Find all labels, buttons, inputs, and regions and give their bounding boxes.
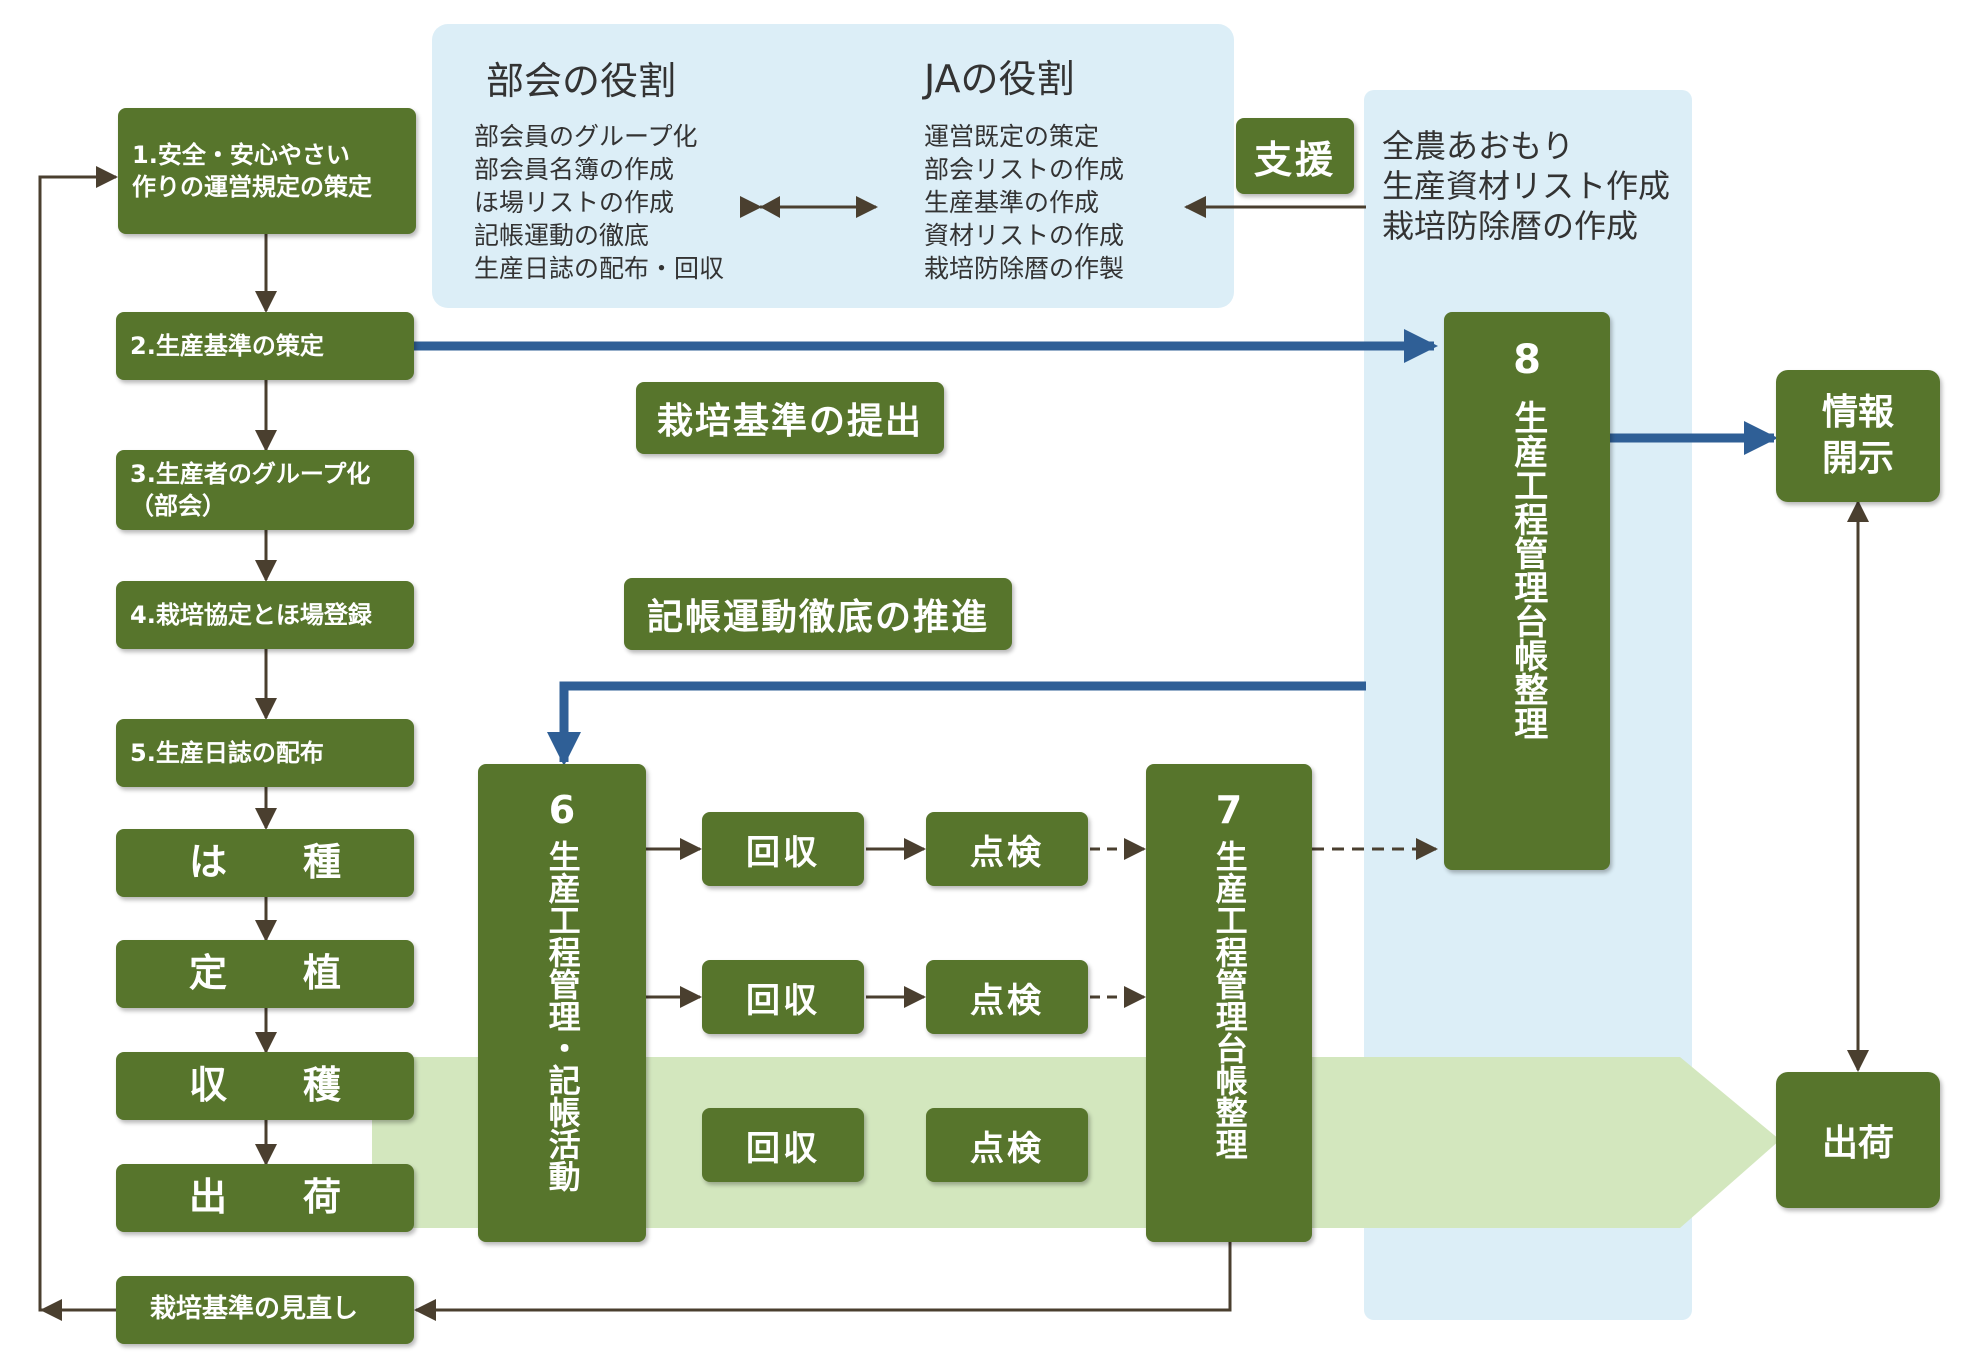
inspect-box: 点検 — [926, 812, 1088, 886]
promote-recording-label: 記帳運動徹底の推進 — [624, 578, 1012, 650]
step-shipping-box: 出 荷 — [116, 1164, 414, 1232]
process-box-8-text: 生産工程管理台帳整理 — [1507, 400, 1548, 740]
process-box-8-number: 8 — [1513, 337, 1541, 383]
collect-box: 回収 — [702, 960, 864, 1034]
info-line1: 情報 — [1821, 392, 1894, 433]
bukai-role-item: 部会員のグループ化 — [474, 122, 698, 151]
process-box-7-number: 7 — [1215, 788, 1243, 832]
bukai-role-item: 部会員名簿の作成 — [474, 155, 675, 184]
step-sowing-box: は 種 — [116, 829, 414, 897]
process-box-6-text: 生産工程管理・記帳活動 — [543, 839, 582, 1192]
ja-role-title: JAの役割 — [924, 57, 1075, 101]
zennou-line: 生産資材リスト作成 — [1382, 167, 1671, 205]
step-3-line2: （部会） — [130, 492, 226, 520]
ja-role-item: 生産基準の作成 — [924, 188, 1100, 217]
ja-role-item: 部会リストの作成 — [924, 155, 1125, 184]
inspect-box: 点検 — [926, 960, 1088, 1034]
collect-box: 回収 — [702, 812, 864, 886]
zennou-line: 栽培防除暦の作成 — [1382, 207, 1639, 245]
step-1-line1: 1.安全・安心やさい — [132, 140, 350, 169]
step-3-box: 3.生産者のグループ化 （部会） — [116, 450, 414, 530]
bukai-role-list: 部会員のグループ化 部会員名簿の作成 ほ場リストの作成 記帳運動の徹底 生産日誌… — [474, 120, 724, 285]
bukai-role-item: 生産日誌の配布・回収 — [474, 254, 725, 283]
step-1-box: 1.安全・安心やさい 作りの運営規定の策定 — [118, 108, 416, 234]
step-5-box: 5.生産日誌の配布 — [116, 719, 414, 787]
process-box-6-number: 6 — [548, 788, 576, 832]
ja-role-item: 資材リストの作成 — [924, 221, 1125, 250]
step-4-box: 4.栽培協定とほ場登録 — [116, 581, 414, 649]
step-2-box: 2.生産基準の策定 — [116, 312, 414, 380]
process-box-7-text: 生産工程管理台帳整理 — [1210, 839, 1249, 1160]
review-box: 栽培基準の見直し — [116, 1276, 414, 1344]
roles-panel — [432, 24, 1234, 308]
bukai-role-item: 記帳運動の徹底 — [474, 221, 650, 250]
zennou-text: 全農あおもり 生産資材リスト作成 栽培防除暦の作成 — [1382, 126, 1670, 246]
submit-standard-label: 栽培基準の提出 — [636, 382, 944, 454]
inspect-box: 点検 — [926, 1108, 1088, 1182]
ja-role-item: 運営既定の策定 — [924, 122, 1100, 151]
process-box-6: 6 生産工程管理・記帳活動 — [478, 764, 646, 1242]
promote-blue-arrow — [547, 681, 1366, 766]
step-1-line2: 作りの運営規定の策定 — [132, 173, 372, 201]
step-planting-box: 定 植 — [116, 940, 414, 1008]
info-disclosure-box: 情報 開示 — [1776, 370, 1940, 502]
step-3-line1: 3.生産者のグループ化 — [130, 459, 371, 488]
process-box-7: 7 生産工程管理台帳整理 — [1146, 764, 1312, 1242]
collect-box: 回収 — [702, 1108, 864, 1182]
bukai-role-item: ほ場リストの作成 — [474, 188, 675, 217]
step-harvest-box: 収 穫 — [116, 1052, 414, 1120]
support-label: 支援 — [1236, 118, 1354, 194]
info-line2: 開示 — [1821, 438, 1894, 479]
shipping-box: 出荷 — [1776, 1072, 1940, 1208]
bukai-role-title: 部会の役割 — [486, 59, 677, 103]
box7-to-review-arrow — [414, 1242, 1232, 1321]
ja-role-item: 栽培防除暦の作製 — [924, 254, 1125, 283]
process-box-8: 8 生産工程管理台帳整理 — [1444, 312, 1610, 870]
feedback-loop-line — [38, 166, 118, 1312]
zennou-line: 全農あおもり — [1382, 127, 1575, 165]
ja-role-list: 運営既定の策定 部会リストの作成 生産基準の作成 資材リストの作成 栽培防除暦の… — [924, 120, 1124, 285]
